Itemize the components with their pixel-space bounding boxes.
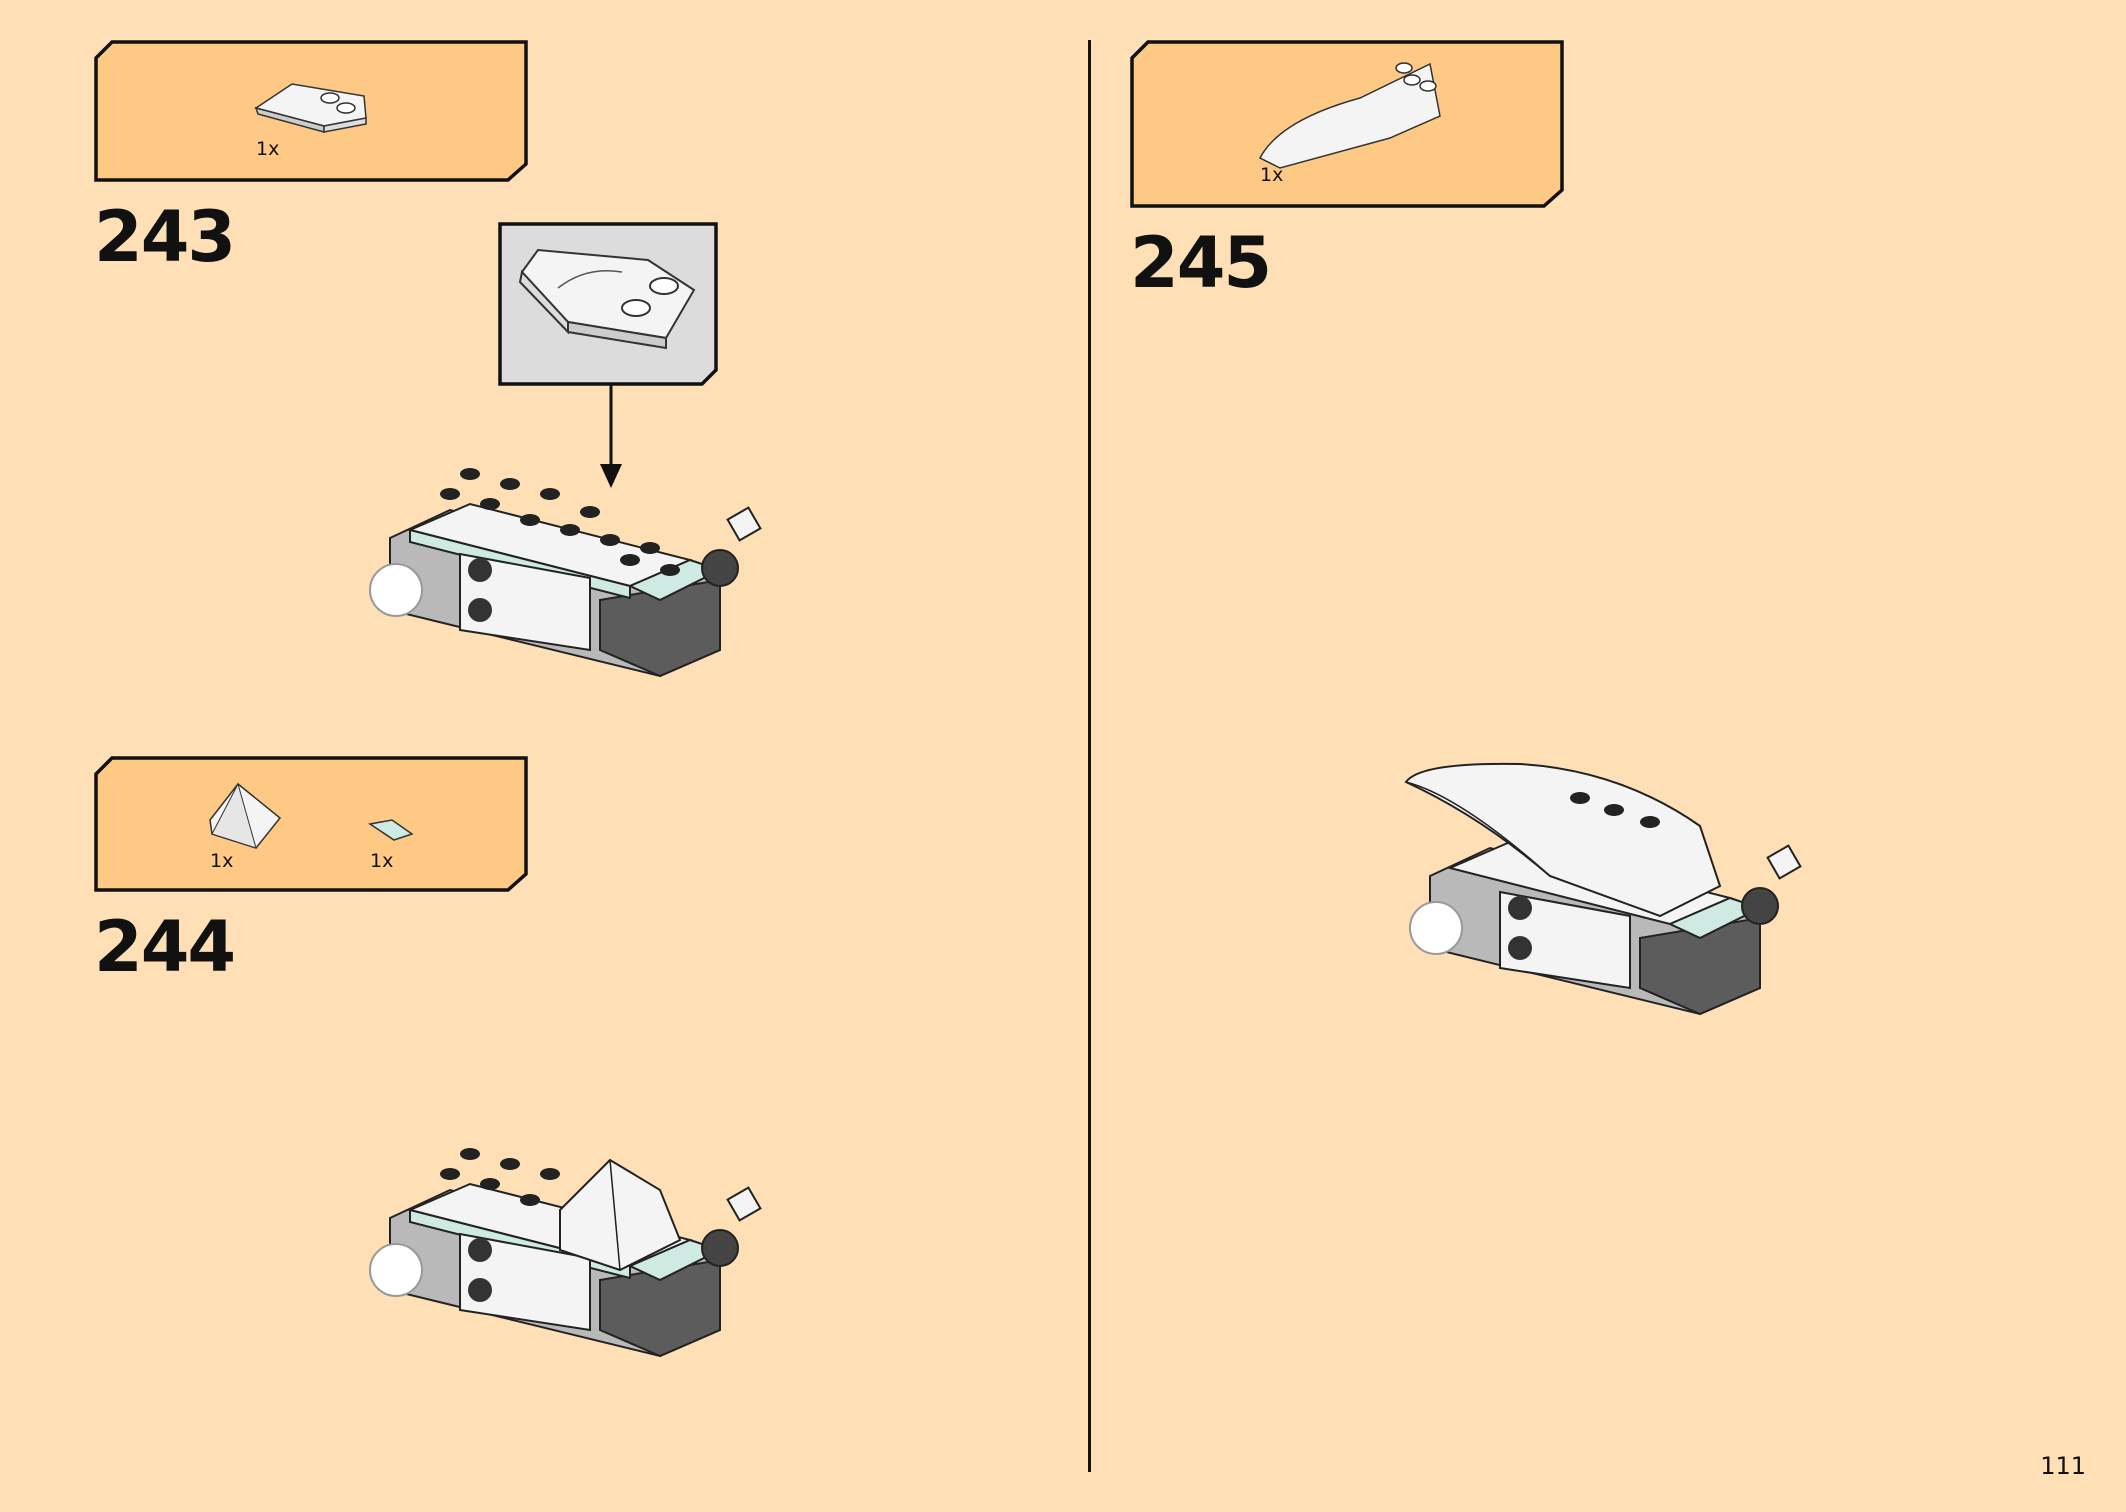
model-step-245	[1404, 762, 1802, 1016]
part-qty: 1x	[256, 138, 280, 160]
model-step-243	[369, 468, 762, 678]
step-number-244: 244	[94, 906, 236, 988]
page-number: 111	[2040, 1452, 2086, 1480]
step-number-245: 245	[1130, 222, 1272, 304]
part-qty: 1x	[370, 850, 394, 872]
step-243-parts-box: 1x	[94, 40, 528, 182]
model-step-244	[369, 1148, 762, 1358]
part-white-curved-wedge-icon	[1258, 62, 1441, 169]
part-qty: 1x	[210, 850, 234, 872]
step-244-parts-box: 1x 1x	[94, 756, 528, 892]
arrow-down-icon	[600, 384, 622, 488]
step-245-parts-box: 1x	[1130, 40, 1564, 208]
part-qty: 1x	[1260, 164, 1284, 186]
step-243-callout	[498, 222, 718, 386]
part-white-slope-peak-icon	[209, 782, 282, 849]
step-number-243: 243	[94, 196, 236, 278]
page-divider	[1088, 40, 1091, 1472]
part-aqua-tile-icon	[368, 819, 414, 841]
part-white-wedge-plate-icon	[254, 83, 367, 133]
